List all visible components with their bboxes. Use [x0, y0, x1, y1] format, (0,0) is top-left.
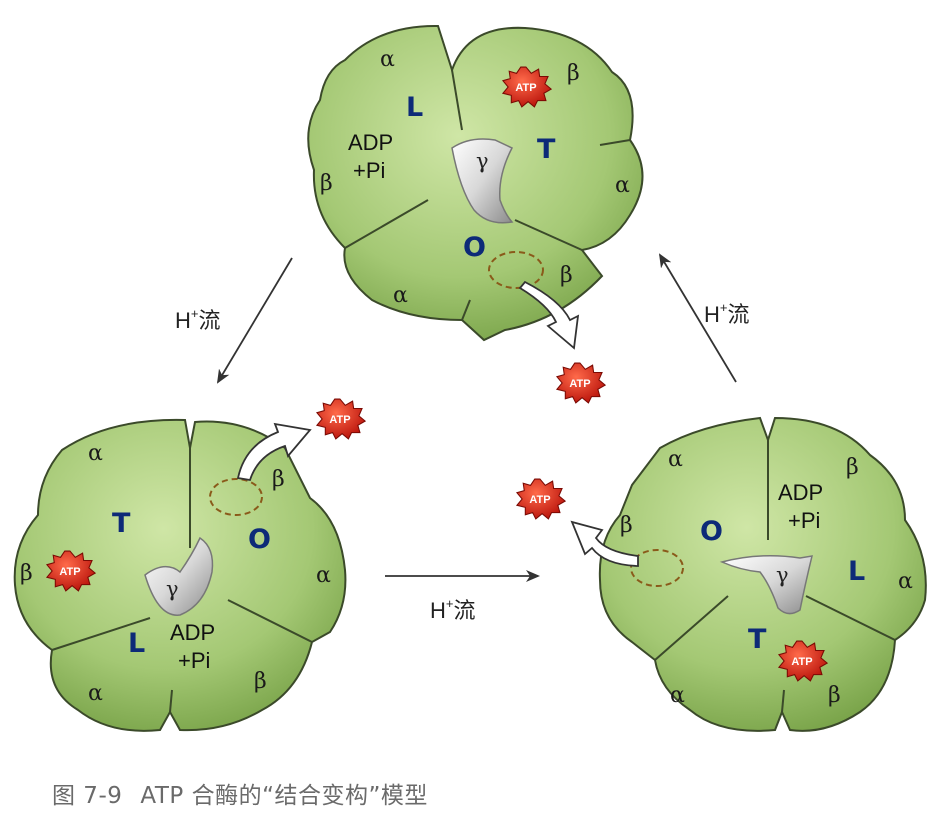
complex-top-dividers: [344, 69, 631, 321]
alpha-right-top: α: [615, 173, 630, 198]
atp-released-right: ATP: [516, 478, 566, 520]
complex-left-dividers: [51, 448, 313, 713]
gamma-subunit-right: [719, 555, 813, 615]
adp-label-top: ADP: [348, 130, 393, 155]
alpha-top-left: α: [88, 441, 103, 466]
atp-released-left: ATP: [316, 398, 366, 440]
figure-title: ATP 合酶的“结合变构”模型: [140, 783, 428, 809]
gamma-subunit-left: [144, 536, 214, 616]
release-arrow-left: [236, 422, 312, 482]
gamma-subunit-top: [451, 138, 514, 224]
beta-left-left: β: [20, 561, 33, 586]
pi-label-left: +Pi: [178, 648, 210, 673]
state-T-top: T: [537, 134, 556, 165]
beta-left-top: β: [320, 171, 333, 196]
svg-text:ATP: ATP: [569, 378, 590, 390]
release-arrow-top: [518, 280, 580, 350]
release-arrow-right: [570, 520, 639, 567]
alpha-top-top: α: [380, 47, 395, 72]
complex-left: γ α β β α α β T O L ADP +Pi ATP: [13, 418, 347, 732]
binding-site-left: [209, 478, 263, 516]
beta-top-top: β: [567, 61, 580, 86]
transition-arrow-top-to-left: [216, 257, 293, 384]
beta-bottom-right: β: [828, 683, 841, 708]
atp-bound-right: ATP: [778, 640, 828, 682]
adp-label-left: ADP: [170, 620, 215, 645]
binding-site-top: [488, 251, 544, 289]
svg-text:ATP: ATP: [59, 566, 80, 578]
beta-left-right: β: [620, 513, 633, 538]
figure-caption: 图 7-9 ATP 合酶的“结合变构”模型: [52, 776, 446, 810]
state-L-right: L: [848, 556, 865, 587]
gamma-label-right: γ: [776, 563, 789, 587]
alpha-bottom-top: α: [393, 283, 408, 308]
alpha-top-right: α: [668, 447, 683, 472]
complex-top: γ α β β α α β L T O ADP +Pi ATP: [307, 24, 644, 350]
atp-bound-left: ATP: [46, 550, 96, 592]
transition-arrow-right-to-top: [658, 253, 737, 383]
alpha-bottom-right: α: [670, 683, 685, 708]
alpha-right-left: α: [316, 563, 331, 588]
state-L-left: L: [128, 628, 145, 659]
svg-text:ATP: ATP: [329, 414, 350, 426]
beta-top-right: β: [846, 455, 859, 480]
state-O-top: O: [463, 232, 486, 263]
adp-label-right: ADP: [778, 480, 823, 505]
state-T-left: T: [112, 508, 131, 539]
beta-bottom-left: β: [254, 669, 267, 694]
alpha-right-right: α: [898, 569, 913, 594]
svg-text:ATP: ATP: [515, 82, 536, 94]
pi-label-right: +Pi: [788, 508, 820, 533]
pi-label-top: +Pi: [353, 158, 385, 183]
proton-flow-label-left: H+流: [175, 306, 221, 333]
state-O-right: O: [700, 516, 723, 547]
beta-bottom-top: β: [560, 263, 573, 288]
beta-top-left: β: [272, 467, 285, 492]
svg-text:ATP: ATP: [529, 494, 550, 506]
complex-right-dividers: [654, 440, 896, 713]
gamma-label-left: γ: [166, 577, 179, 601]
atp-bound-top: ATP: [502, 66, 552, 108]
gamma-label-top: γ: [476, 149, 489, 173]
alpha-bottom-left: α: [88, 681, 103, 706]
atp-released-top: ATP: [556, 362, 606, 404]
state-L-top: L: [406, 92, 423, 123]
svg-text:ATP: ATP: [791, 656, 812, 668]
state-O-left: O: [248, 524, 271, 555]
binding-site-right: [630, 549, 684, 587]
state-T-right: T: [748, 624, 767, 655]
complex-right: γ α β β α α β O L T ADP +Pi ATP: [570, 416, 927, 732]
proton-flow-label-bottom: H+流: [430, 596, 476, 623]
figure-number: 图 7-9: [52, 783, 123, 809]
proton-flow-label-right: H+流: [704, 300, 750, 327]
